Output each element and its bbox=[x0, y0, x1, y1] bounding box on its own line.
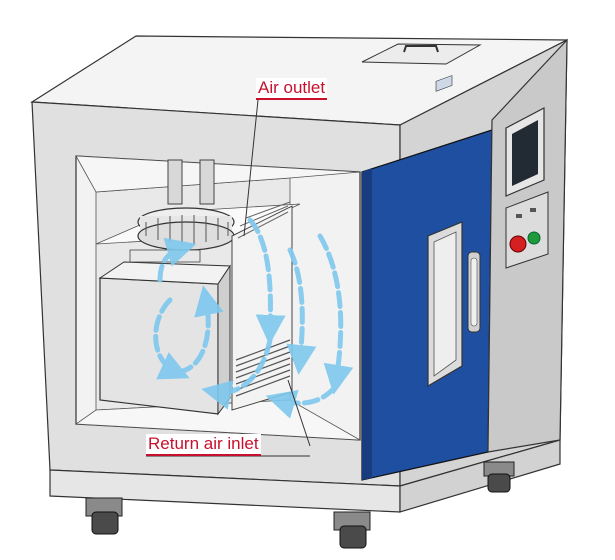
air-outlet-label: Air outlet bbox=[256, 78, 328, 100]
fan-shaft bbox=[199, 159, 215, 205]
indicator-light bbox=[530, 208, 536, 212]
control-screen-display bbox=[512, 120, 538, 186]
caster-wheel-icon bbox=[85, 497, 123, 535]
cabinet-base-side bbox=[399, 439, 561, 513]
door-window-inner bbox=[433, 231, 457, 377]
door-edge bbox=[362, 168, 372, 480]
emergency-stop-icon bbox=[509, 235, 527, 253]
caster-wheel-icon bbox=[333, 511, 371, 549]
return-louvers bbox=[235, 339, 291, 397]
fan-shaft bbox=[167, 159, 183, 205]
air-outlet-leader bbox=[243, 99, 259, 237]
door-handle-icon bbox=[467, 251, 481, 333]
door-logo-plate bbox=[435, 75, 453, 92]
chamber-ceiling bbox=[75, 155, 361, 193]
outlet-louvers bbox=[237, 201, 291, 239]
airflow-arrows bbox=[153, 217, 354, 419]
return-air-inlet-label: Return air inlet bbox=[146, 434, 261, 456]
handle-icon bbox=[403, 45, 439, 53]
start-button-icon bbox=[527, 231, 541, 245]
caster-wheel-icon bbox=[483, 461, 515, 493]
fan-icon bbox=[137, 207, 235, 251]
indicator-light bbox=[516, 214, 522, 218]
top-hatch bbox=[361, 43, 482, 65]
return-air-leader bbox=[287, 379, 311, 447]
